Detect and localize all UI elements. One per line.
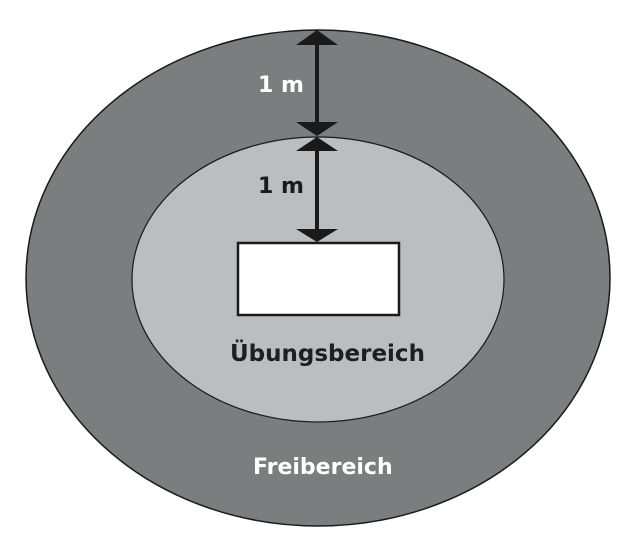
dimension-label-inner: 1 m — [258, 174, 304, 199]
outer-zone-label: Freibereich — [253, 455, 393, 480]
dimension-label-outer: 1 m — [258, 73, 304, 98]
dimension-arrow-inner — [296, 137, 338, 242]
inner-zone-label: Übungsbereich — [230, 341, 425, 367]
dimension-arrow-outer — [296, 30, 338, 136]
center-object-rect — [236, 241, 401, 317]
